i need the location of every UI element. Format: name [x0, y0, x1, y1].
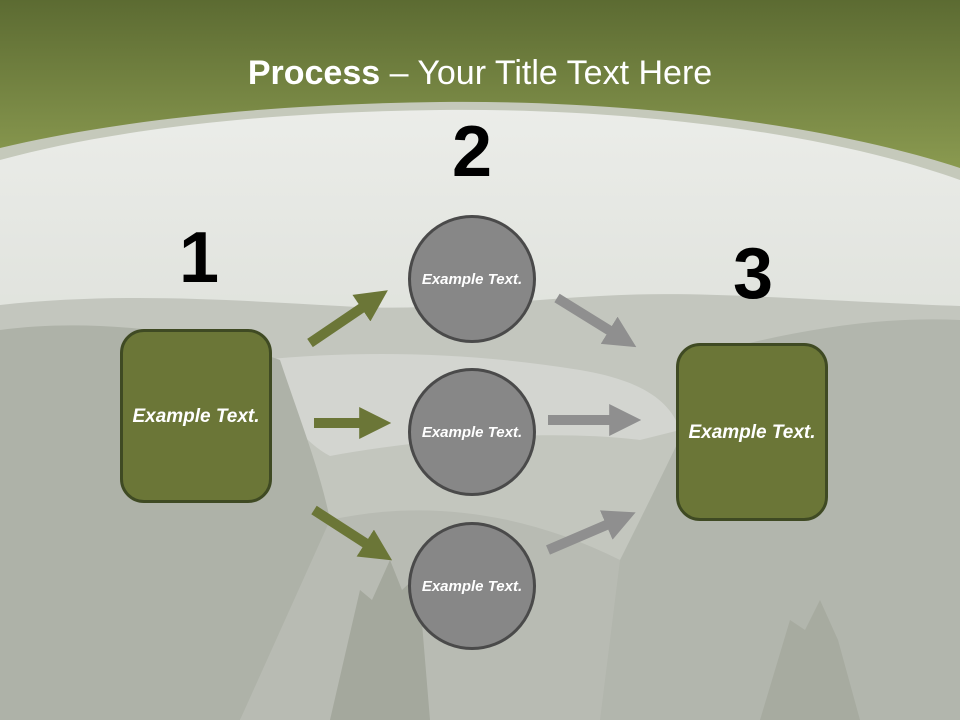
process-circle-middle: Example Text. — [408, 368, 536, 496]
process-circle-top-label: Example Text. — [421, 270, 523, 288]
arrow-to-circle-top — [307, 290, 388, 348]
process-circle-bottom: Example Text. — [408, 522, 536, 650]
slide-title: Process – Your Title Text Here — [0, 54, 960, 93]
step-number-2: 2 — [451, 112, 493, 192]
process-circle-top: Example Text. — [408, 215, 536, 343]
arrow-to-circle-bottom — [311, 505, 393, 561]
step-number-1: 1 — [178, 218, 220, 298]
step-number-3: 3 — [732, 234, 774, 314]
process-circle-middle-label: Example Text. — [421, 423, 523, 441]
process-box-end: Example Text. — [676, 343, 828, 521]
process-circle-bottom-label: Example Text. — [421, 577, 523, 595]
arrow-from-circle-bottom — [546, 510, 636, 555]
process-box-start-label: Example Text. — [132, 405, 260, 427]
title-bold: Process — [247, 54, 381, 92]
arrow-from-circle-top — [554, 293, 637, 348]
process-box-start: Example Text. — [120, 329, 272, 503]
process-box-end-label: Example Text. — [688, 421, 816, 443]
title-rest: – Your Title Text Here — [380, 54, 713, 92]
